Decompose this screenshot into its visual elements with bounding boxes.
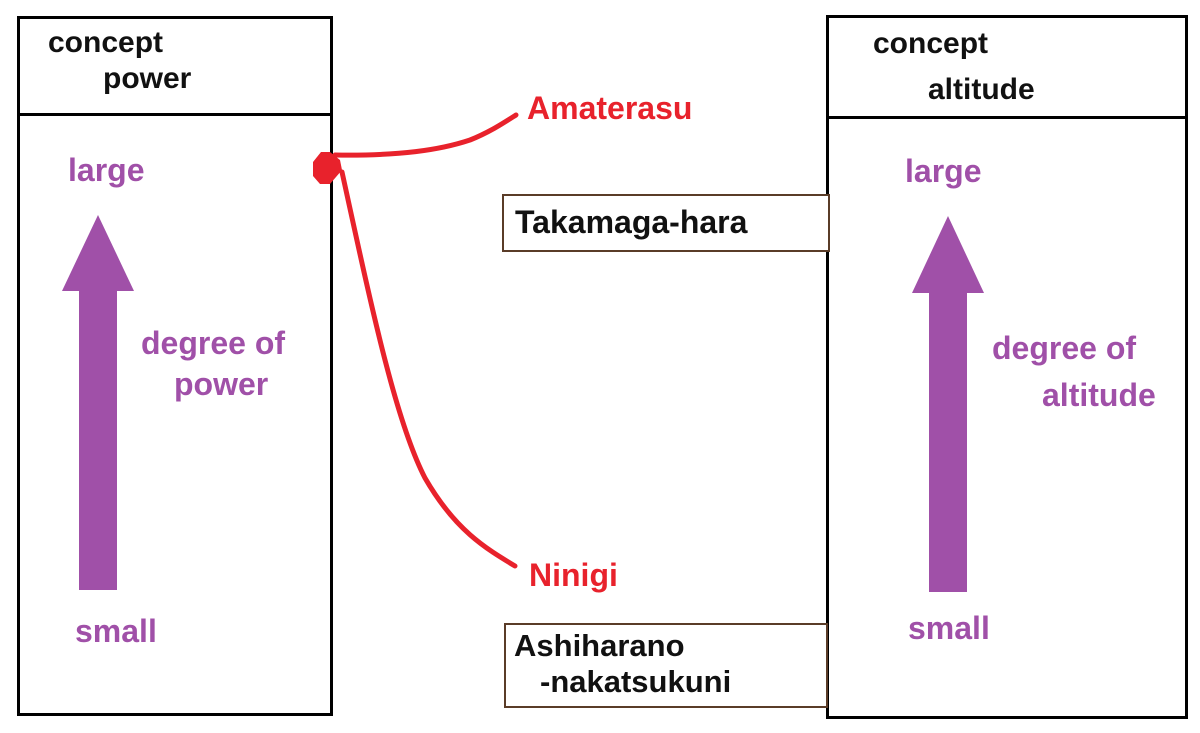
ashiharano-label-line1: Ashiharano <box>514 628 685 663</box>
up-arrow-icon <box>912 216 984 592</box>
altitude-axis-label-line2: altitude <box>1042 377 1156 413</box>
amaterasu-label: Amaterasu <box>527 90 693 126</box>
altitude-panel-divider <box>826 116 1188 119</box>
altitude-small-label: small <box>908 610 990 646</box>
power-panel-title-line1: concept <box>48 26 164 59</box>
takamaga-hara-box <box>502 194 830 252</box>
amaterasu-link-line <box>332 112 519 158</box>
altitude-axis-label-line1: degree of <box>992 330 1137 366</box>
power-small-label: small <box>75 613 157 649</box>
ashiharano-nakatsukuni-box <box>504 623 828 708</box>
power-panel-title-line2: power <box>103 62 192 95</box>
altitude-concept-panel <box>826 15 1188 719</box>
ninigi-label: Ninigi <box>529 557 618 593</box>
up-arrow-icon <box>62 215 134 590</box>
ninigi-link-line <box>339 169 518 569</box>
power-concept-panel <box>17 16 333 716</box>
power-axis-label-line1: degree of <box>141 325 286 361</box>
altitude-panel-title-line2: altitude <box>928 73 1035 106</box>
altitude-large-label: large <box>905 153 982 189</box>
nakatsukuni-label-line2: -nakatsukuni <box>540 664 732 699</box>
altitude-panel-title-line1: concept <box>873 27 989 60</box>
power-panel-divider <box>17 113 333 116</box>
takamaga-hara-label: Takamaga-hara <box>515 204 748 240</box>
power-large-label: large <box>68 152 145 188</box>
power-axis-label-line2: power <box>174 366 269 402</box>
hexagon-node-icon <box>313 152 342 184</box>
